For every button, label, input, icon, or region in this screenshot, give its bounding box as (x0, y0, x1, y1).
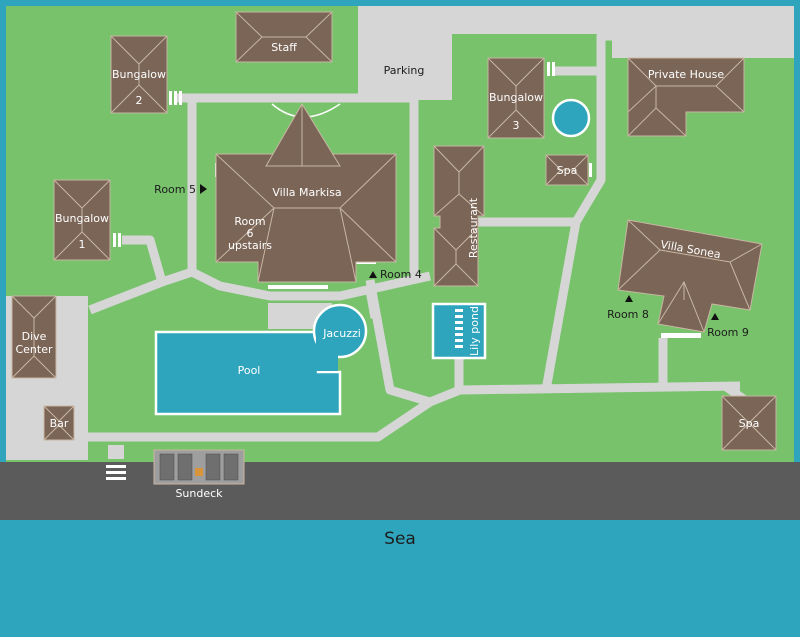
triangle-right-icon (200, 184, 207, 194)
walkways (85, 31, 748, 442)
label-villa-markisa: Villa Markisa (272, 186, 341, 199)
label-pool: Pool (238, 364, 261, 377)
label-dive-center-line2: Center (15, 343, 53, 356)
label-dive-center-line1: Dive (22, 330, 47, 343)
label-bungalow-3-number: 3 (513, 119, 520, 132)
sea (0, 520, 800, 637)
bungalow-3-pool (551, 98, 591, 138)
label-room-9: Room 9 (707, 326, 749, 339)
label-spa-top: Spa (557, 164, 578, 177)
label-bungalow-2: Bungalow (112, 68, 166, 81)
label-bar: Bar (50, 417, 69, 430)
lily-pond-stepping-stones (455, 309, 463, 348)
label-staff: Staff (271, 41, 297, 54)
label-room-6-line2: 6 (247, 227, 254, 240)
triangle-up-icon (711, 313, 719, 320)
label-private-house: Private House (648, 68, 725, 81)
triangle-up-icon (369, 271, 377, 278)
buildings (11, 11, 777, 451)
pool-jacuzzi-join (316, 333, 338, 371)
lily-pond (431, 302, 487, 360)
shoreline (0, 462, 800, 520)
villa-markisa-tower (265, 103, 341, 167)
label-room-4: Room 4 (380, 268, 422, 281)
label-bungalow-2-number: 2 (136, 94, 143, 107)
label-jacuzzi: Jacuzzi (322, 327, 361, 340)
label-lily-pond: Lily pond (468, 306, 481, 356)
label-parking: Parking (384, 64, 425, 77)
label-sundeck: Sundeck (175, 487, 223, 500)
label-room-6-line3: upstairs (228, 239, 272, 252)
label-bungalow-1: Bungalow (55, 212, 109, 225)
sundeck (153, 449, 245, 485)
label-room-6-line1: Room (234, 215, 265, 228)
label-spa-bottom: Spa (739, 417, 760, 430)
triangle-up-icon (625, 295, 633, 302)
label-room-5: Room 5 (154, 183, 196, 196)
label-sea: Sea (384, 529, 416, 549)
label-room-8: Room 8 (607, 308, 649, 321)
label-restaurant: Restaurant (467, 197, 480, 258)
label-bungalow-1-number: 1 (79, 238, 86, 251)
label-bungalow-3: Bungalow (489, 91, 543, 104)
